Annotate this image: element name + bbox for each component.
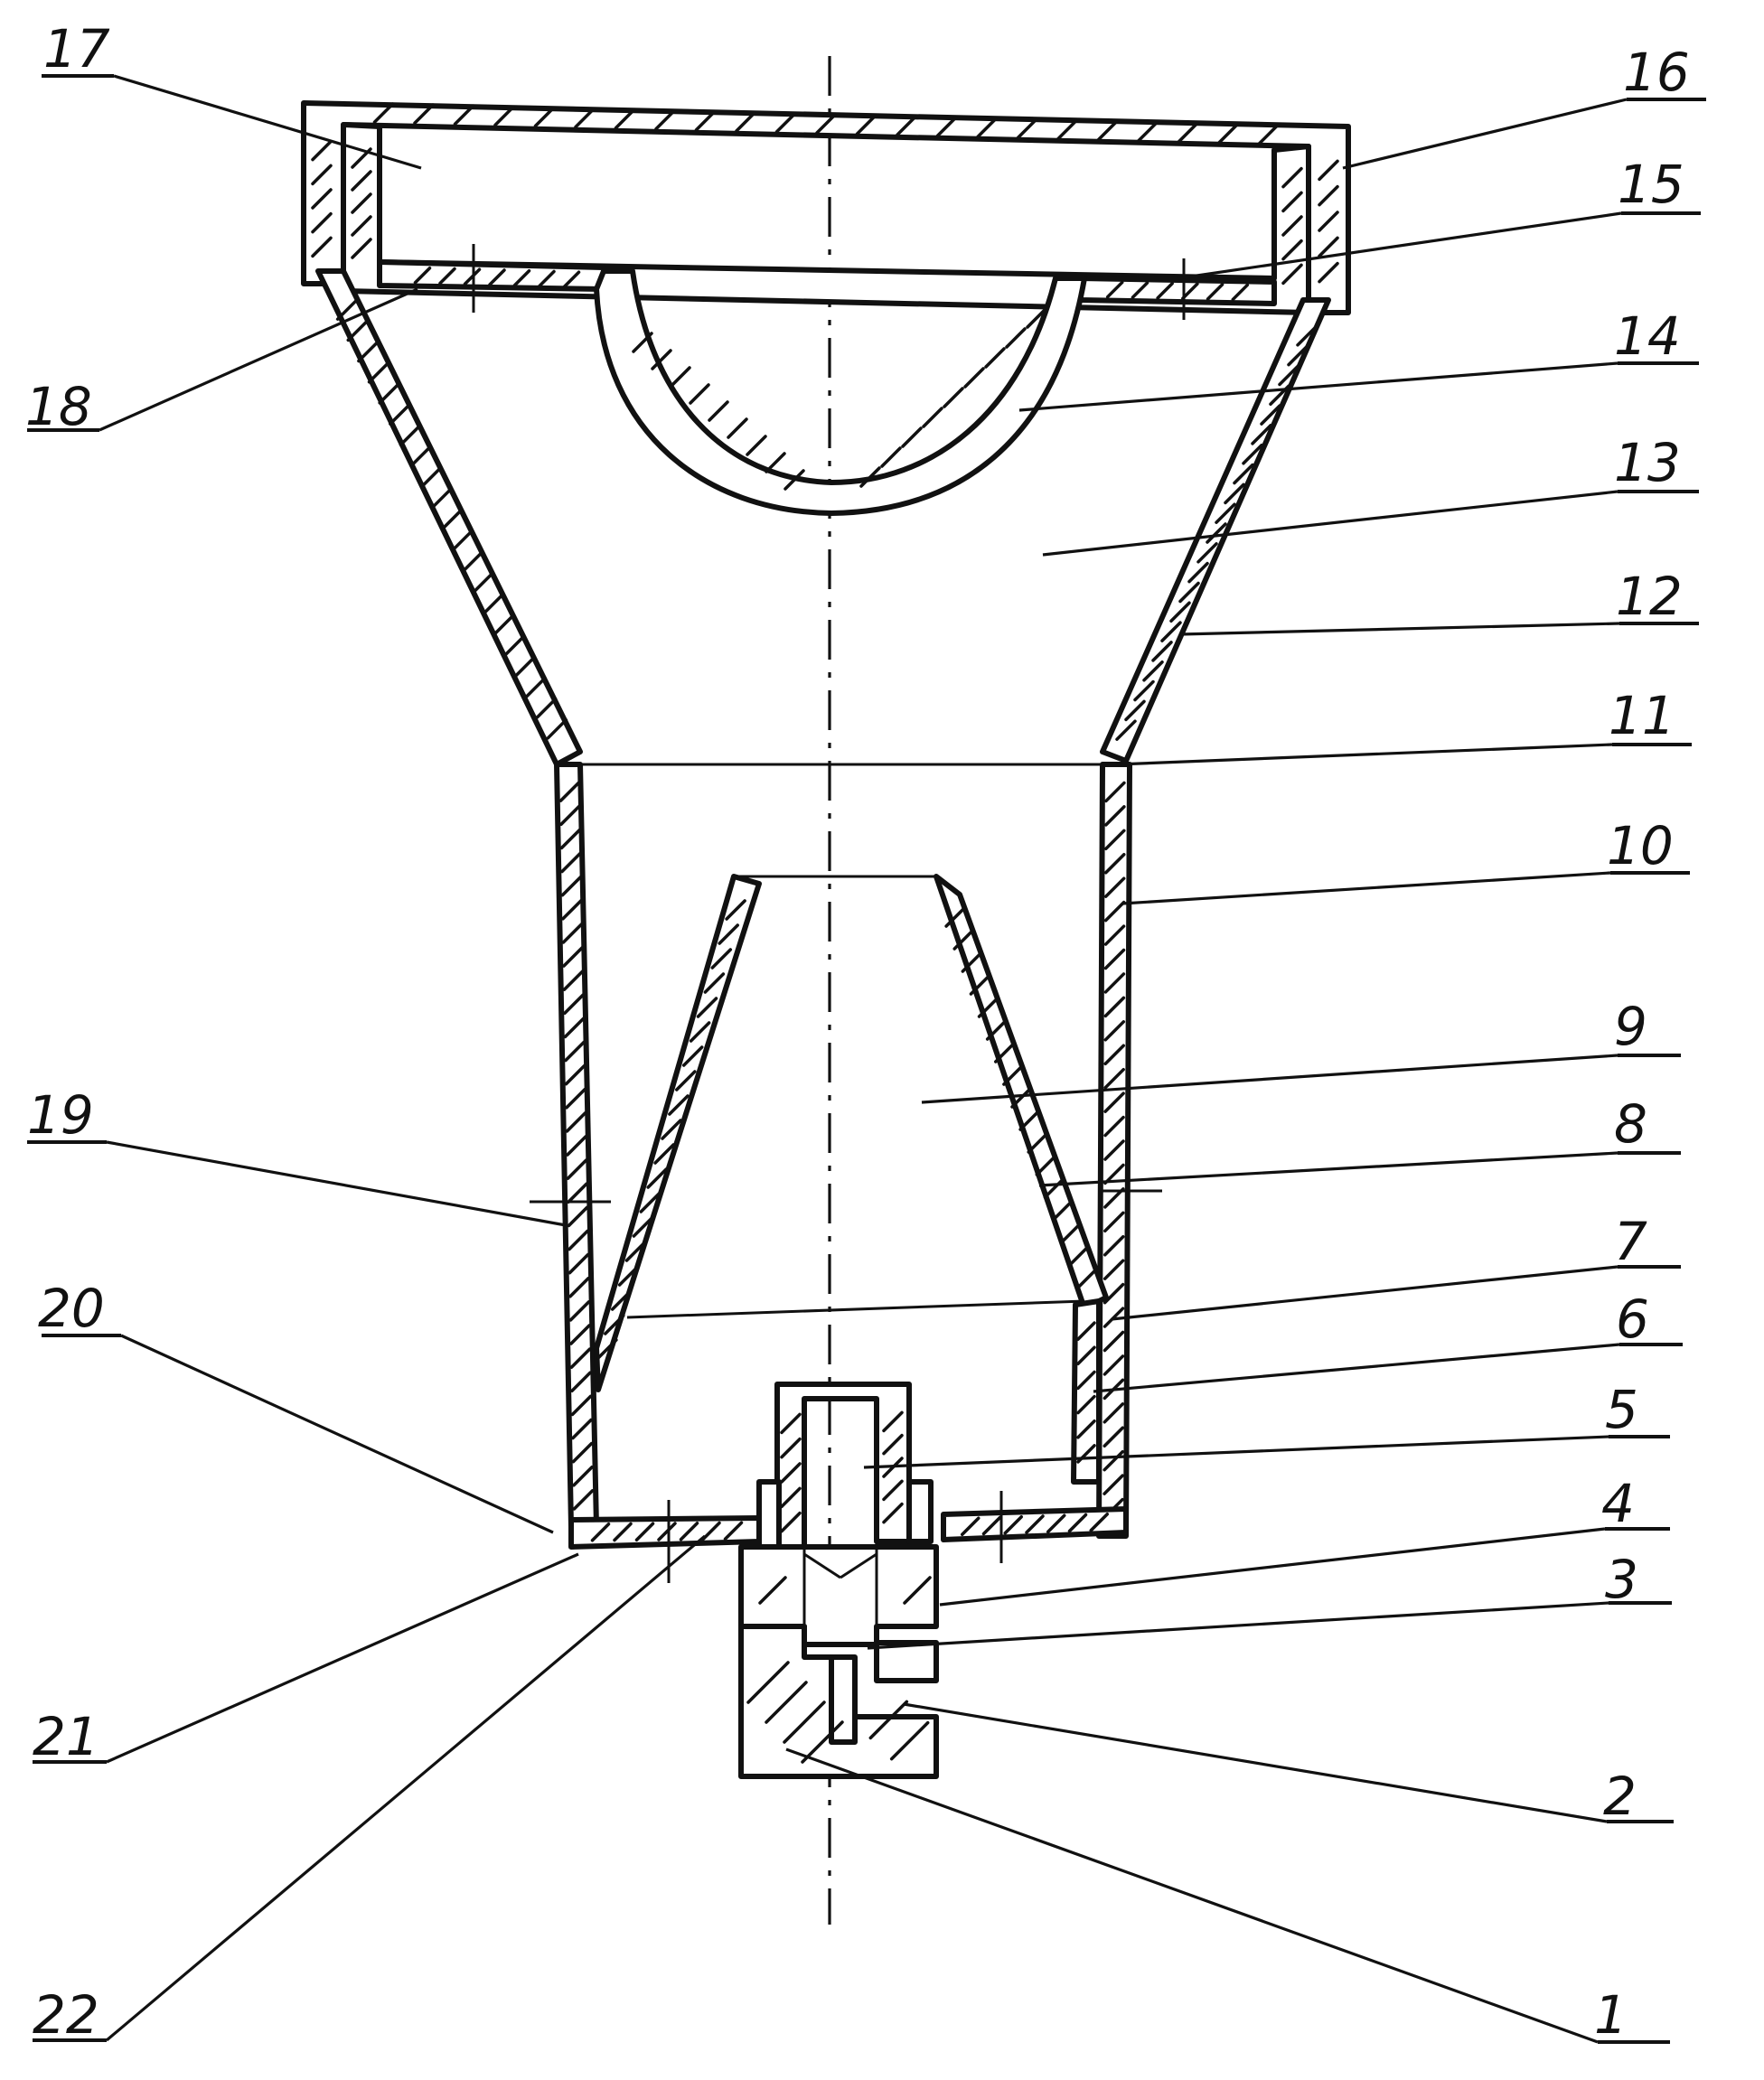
leader-line-21 bbox=[106, 1552, 579, 1764]
funnel-left-wall bbox=[315, 268, 583, 767]
nozzle-tip-right bbox=[840, 1552, 877, 1579]
nozzle-collar-left bbox=[756, 1479, 782, 1550]
leader-line-1 bbox=[785, 1747, 1599, 2044]
leader-line-20 bbox=[120, 1334, 554, 1534]
cap-bottom-plate-right bbox=[1078, 276, 1277, 306]
base-block-right bbox=[874, 1640, 939, 1683]
part-label-12: 12 bbox=[1616, 566, 1683, 627]
leader-line-22 bbox=[105, 1534, 707, 2042]
leader-line-6 bbox=[1093, 1343, 1620, 1393]
leader-line-19 bbox=[106, 1140, 567, 1227]
leader-line-8 bbox=[1038, 1151, 1619, 1187]
part-label-1: 1 bbox=[1594, 1984, 1628, 2046]
part-label-21: 21 bbox=[33, 1706, 99, 1767]
bowl-hatch bbox=[632, 307, 1047, 491]
part-label-11: 11 bbox=[1609, 685, 1675, 746]
part-label-19: 19 bbox=[27, 1084, 94, 1146]
leader-line-15 bbox=[1178, 211, 1622, 280]
cone-base-line bbox=[626, 1299, 1085, 1319]
inner-bowl bbox=[594, 268, 1087, 516]
leader-line-5 bbox=[863, 1435, 1609, 1469]
top-cap bbox=[301, 100, 1351, 315]
leader-line-12 bbox=[1179, 622, 1620, 636]
part-label-9: 9 bbox=[1614, 996, 1647, 1057]
leader-line-18 bbox=[99, 287, 418, 432]
part-label-18: 18 bbox=[25, 376, 92, 437]
part-label-20: 20 bbox=[38, 1278, 105, 1339]
part-label-17: 17 bbox=[43, 18, 110, 80]
part-label-14: 14 bbox=[1614, 305, 1681, 367]
nozzle-assembly bbox=[738, 1382, 939, 1779]
part-label-6: 6 bbox=[1616, 1288, 1649, 1350]
leader-line-3 bbox=[867, 1601, 1609, 1650]
funnel-hatch bbox=[335, 299, 1318, 741]
cap-bottom-plate bbox=[377, 259, 606, 292]
part-label-7: 7 bbox=[1614, 1211, 1647, 1272]
part-label-16: 16 bbox=[1623, 42, 1690, 103]
bottom-hatch bbox=[590, 1513, 1109, 1542]
orifice-pin bbox=[829, 1654, 858, 1745]
part-label-4: 4 bbox=[1601, 1473, 1635, 1534]
nozzle-collar-right bbox=[906, 1479, 934, 1544]
part-label-2: 2 bbox=[1603, 1766, 1637, 1827]
leader-line-17 bbox=[113, 74, 422, 170]
leader-line-11 bbox=[1116, 743, 1613, 766]
leader-line-4 bbox=[939, 1527, 1606, 1607]
leader-line-2 bbox=[903, 1702, 1608, 1823]
part-label-10: 10 bbox=[1607, 815, 1674, 876]
part-label-3: 3 bbox=[1605, 1549, 1638, 1610]
part-label-13: 13 bbox=[1614, 432, 1681, 493]
cone-hatch bbox=[596, 899, 1098, 1464]
nozzle-hatch bbox=[746, 1410, 932, 1764]
part-label-5: 5 bbox=[1605, 1379, 1638, 1440]
leader-line-13 bbox=[1042, 490, 1619, 557]
nozzle-tip bbox=[803, 1552, 841, 1579]
leader-line-14 bbox=[1018, 361, 1619, 412]
cone-left-wall bbox=[594, 874, 762, 1392]
bolt-marks bbox=[472, 244, 1186, 1583]
leader-line-9 bbox=[921, 1054, 1619, 1104]
part-label-8: 8 bbox=[1614, 1093, 1647, 1155]
leader-line-10 bbox=[1121, 871, 1611, 905]
part-label-22: 22 bbox=[33, 1984, 99, 2046]
top-hatch bbox=[311, 102, 1339, 302]
leader-lines bbox=[27, 74, 1706, 2044]
cylinder-hatch bbox=[558, 781, 1126, 1520]
leader-line-16 bbox=[1342, 98, 1628, 170]
leader-line-7 bbox=[1111, 1265, 1619, 1321]
part-label-15: 15 bbox=[1618, 154, 1684, 215]
